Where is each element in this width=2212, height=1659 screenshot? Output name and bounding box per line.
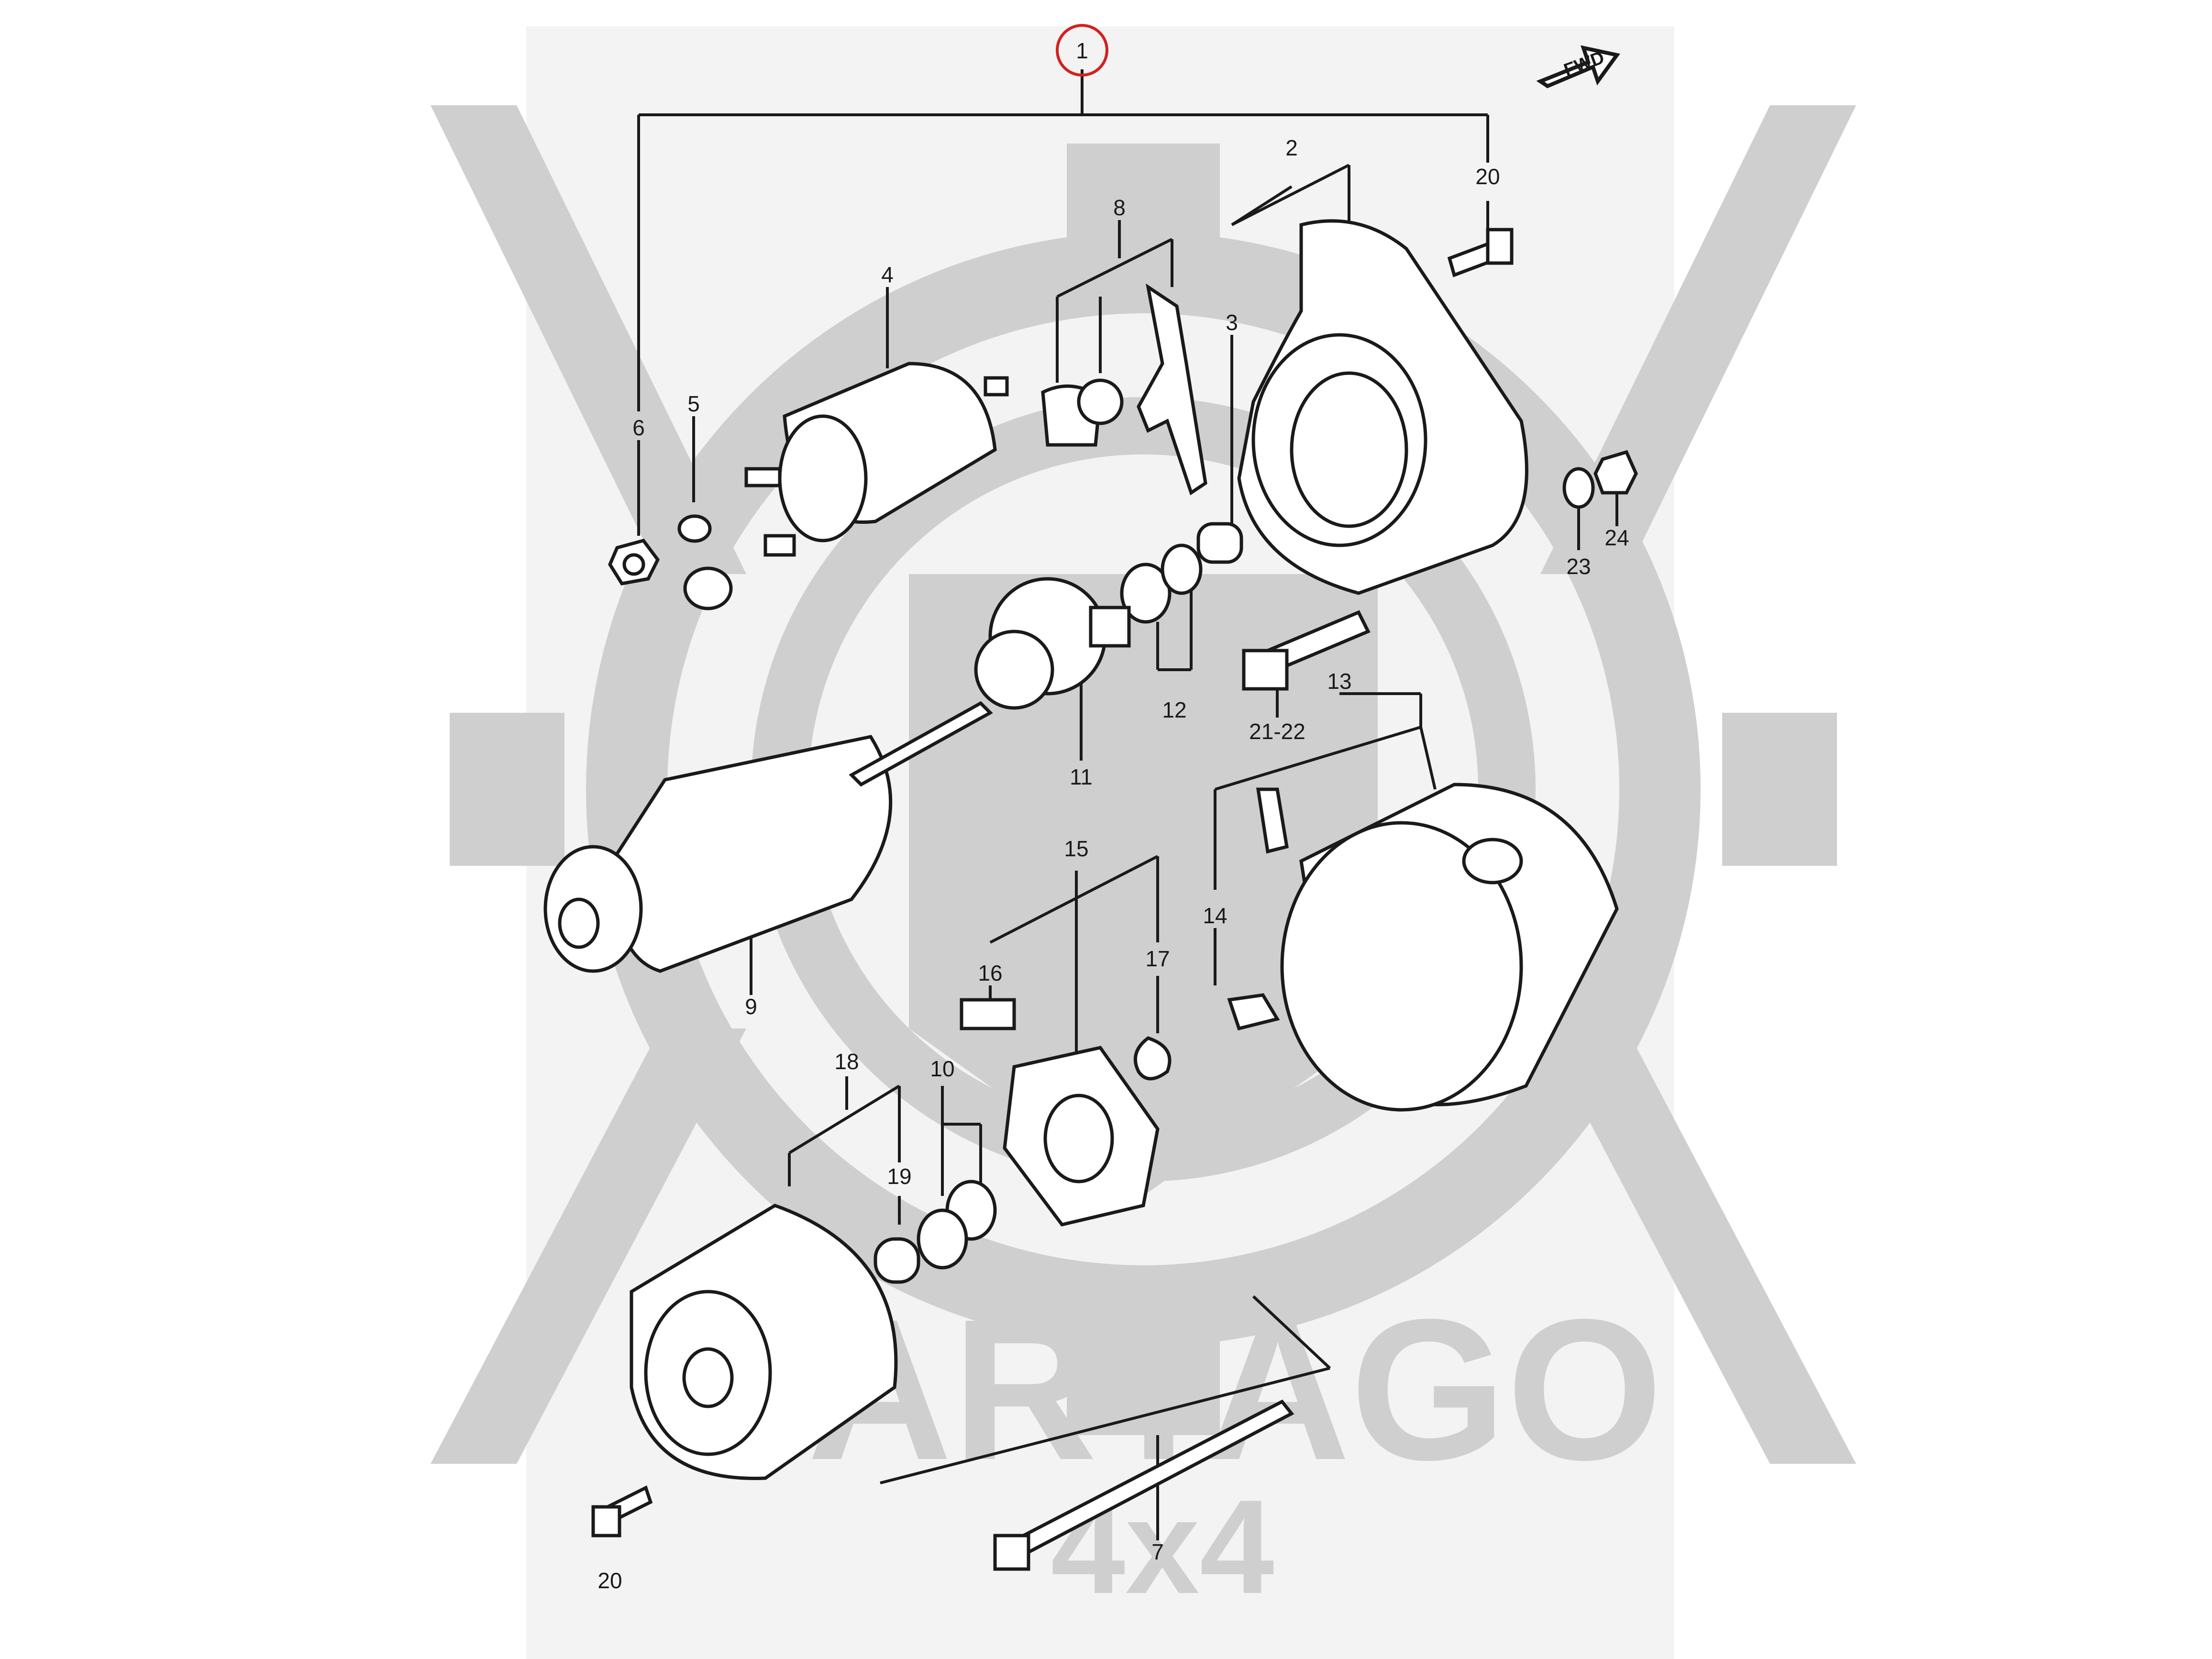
callout-24[interactable]: 24: [1604, 525, 1629, 550]
parts-line-art: [543, 219, 1638, 1571]
callout-20a[interactable]: 20: [1475, 164, 1500, 189]
callout-9[interactable]: 9: [745, 994, 757, 1019]
leader-lines: [637, 69, 1618, 1540]
callout-10[interactable]: 10: [930, 1056, 954, 1081]
callout-5[interactable]: 5: [687, 391, 700, 416]
washer-part-5: [677, 514, 712, 543]
end-frame-part: [630, 1204, 898, 1480]
lead-wire-part: [1227, 993, 1280, 1031]
callout-14[interactable]: 14: [1203, 903, 1227, 928]
callout-23[interactable]: 23: [1566, 554, 1591, 579]
callout-2[interactable]: 2: [1285, 135, 1298, 160]
spring-part-17: [1133, 1036, 1172, 1081]
callout-17[interactable]: 17: [1145, 946, 1170, 971]
armature-part: [543, 701, 993, 973]
bushing-part-3: [1196, 522, 1243, 564]
nut-part-24: [1593, 450, 1638, 495]
callout-labels: 1 2 3 4 5 6 7 8 9 10 11 12 13 14 15 16 1…: [597, 38, 1629, 1593]
watermark-logo: [431, 105, 1856, 1464]
callout-16[interactable]: 16: [978, 961, 1002, 985]
watermark-subtext: 4x4: [1051, 1472, 1275, 1622]
callout-20b[interactable]: 20: [597, 1568, 622, 1593]
callout-3[interactable]: 3: [1226, 310, 1238, 335]
lever-part: [1137, 283, 1207, 496]
ring-part-12b: [1161, 543, 1203, 595]
callout-13[interactable]: 13: [1327, 669, 1351, 694]
solenoid-part: [744, 362, 1009, 557]
callout-1[interactable]: 1: [1076, 38, 1088, 63]
plate-part: [1077, 378, 1124, 425]
callout-12[interactable]: 12: [1162, 697, 1186, 722]
callout-7[interactable]: 7: [1151, 1539, 1164, 1564]
callout-18[interactable]: 18: [834, 1049, 859, 1074]
callout-21-22[interactable]: 21-22: [1249, 719, 1305, 744]
callout-15[interactable]: 15: [1064, 836, 1088, 861]
callout-19[interactable]: 19: [887, 1164, 911, 1189]
brush-holder-part: [1003, 1046, 1160, 1227]
washer-part-10b: [917, 1208, 968, 1270]
highlight-circle: [1056, 24, 1108, 77]
ring-part-12a: [1120, 563, 1172, 624]
brush-part-16: [960, 998, 1016, 1030]
nut-part-5b: [683, 566, 733, 610]
washer-part-23: [1562, 467, 1595, 509]
overrunning-clutch-part: [974, 577, 1131, 710]
bushing-part-19: [874, 1237, 920, 1284]
callout-6[interactable]: 6: [632, 415, 645, 440]
callout-4[interactable]: 4: [881, 262, 894, 287]
drive-housing-part: [1237, 219, 1528, 595]
callout-8[interactable]: 8: [1113, 195, 1126, 220]
callout-11[interactable]: 11: [1070, 764, 1093, 789]
yoke-part: [1280, 783, 1619, 1112]
